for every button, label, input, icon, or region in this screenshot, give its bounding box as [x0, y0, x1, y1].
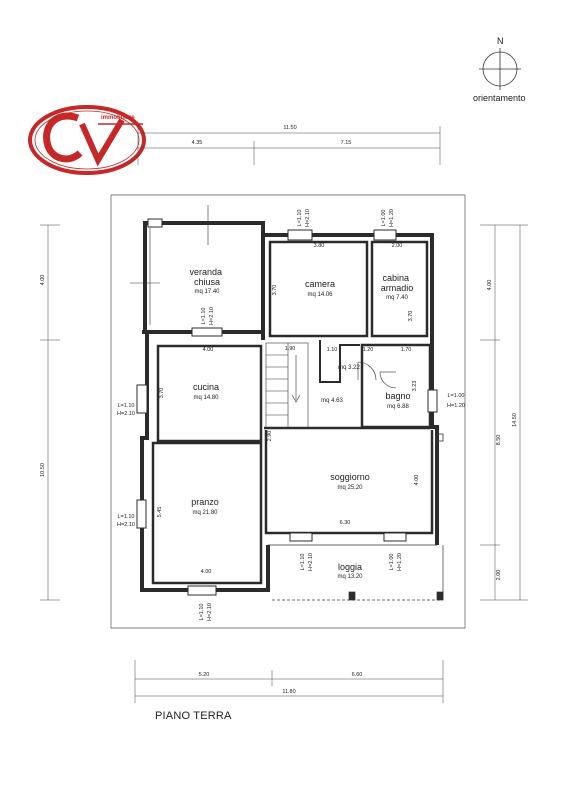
room-name-veranda-line2: chiusa	[194, 277, 220, 287]
opening-label-l: L=1.10	[201, 308, 207, 325]
room-area-cucina: mq 14.80	[193, 395, 219, 401]
opening-label-h: H=2.10	[117, 411, 135, 417]
windows	[136, 218, 438, 596]
dim-hall-w: 1.10	[327, 347, 338, 353]
logo-tagline: immobiliare	[101, 115, 135, 121]
room-name-cucina: cucina	[193, 382, 219, 392]
dim-soggiorno-h: 4.00	[414, 475, 420, 486]
opening-label-l: L=1.00	[389, 554, 395, 571]
opening-label-h: H=2.10	[305, 209, 311, 227]
room-area-disimpegno: mq 3.22	[338, 365, 360, 371]
room-name-cabina-line1: cabina	[382, 273, 409, 283]
dim-bagno-w2: 1.70	[401, 347, 412, 353]
dim-bagno-h: 3.23	[412, 381, 418, 392]
dim-top-right: 7.15	[341, 140, 352, 146]
opening-label-l: L=1.10	[297, 210, 303, 227]
dim-pranzo-w: 4.00	[201, 569, 212, 575]
opening-label-h: H=2.10	[308, 553, 314, 571]
dim-camera-h: 3.70	[272, 285, 278, 296]
room-area-cabina: mq 7.40	[386, 295, 408, 301]
opening-labels: L=1.10 H=2.10 L=1.00 H=1.20 L=1.10 H=2.1…	[117, 209, 465, 621]
room-area-soggiorno: mq 25.20	[337, 485, 363, 491]
top-dimensions	[137, 126, 441, 165]
dim-stair-h: 2.90	[267, 431, 273, 442]
room-name-cabina-line2: armadio	[381, 283, 414, 293]
room-area-loggia: mq 13.20	[337, 574, 363, 580]
opening-label-h: H=1.20	[397, 553, 403, 571]
dim-top-total: 11.50	[283, 125, 296, 131]
room-name-veranda-line1: veranda	[189, 267, 222, 277]
north-label: N	[497, 36, 504, 46]
dim-pranzo-h: 5.45	[157, 507, 163, 518]
compass-icon	[479, 48, 521, 90]
opening-label-h: H=2.10	[117, 522, 135, 528]
room-area-ingresso: mq 4.63	[321, 398, 343, 404]
room-area-pranzo: mq 21.80	[192, 510, 218, 516]
left-dimensions	[40, 224, 60, 601]
dim-cucina-h: 3.70	[159, 388, 165, 399]
logo-icon	[28, 105, 146, 175]
chimney-icon	[435, 433, 444, 442]
lot-outline	[110, 194, 466, 629]
dim-camera-w: 3.80	[314, 243, 325, 249]
opening-label-l: L=1.10	[300, 554, 306, 571]
opening-label-l: L=1.10	[118, 403, 135, 409]
opening-label-h: H=2.10	[209, 307, 215, 325]
dim-bottom-left: 5.20	[199, 672, 210, 678]
dim-right-lower: 2.00	[496, 570, 502, 581]
dim-right-mid: 8.50	[496, 435, 502, 446]
opening-label-h: H=2.10	[207, 603, 213, 621]
room-name-veranda: veranda chiusa	[189, 267, 224, 287]
dim-cucina-w: 4.00	[203, 347, 214, 353]
room-name-loggia: loggia	[338, 562, 362, 572]
dim-soggiorno-w: 6.30	[340, 520, 351, 526]
room-name-pranzo: pranzo	[191, 497, 219, 507]
stairs-icon	[265, 342, 309, 429]
dim-right-total: 14.50	[512, 413, 518, 427]
bottom-dimensions	[134, 660, 444, 703]
room-area-camera: mq 14.06	[307, 292, 333, 298]
opening-label-l: L=1.00	[381, 210, 387, 227]
room-area-veranda: mq 17.40	[194, 289, 220, 295]
opening-label-h: H=1.20	[389, 209, 395, 227]
opening-label-l: L=1.00	[448, 393, 465, 399]
door-swings	[357, 361, 397, 389]
dim-left-total: 10.50	[40, 463, 46, 477]
loggia-outline	[268, 544, 444, 601]
right-dimensions	[480, 224, 528, 601]
opening-label-l: L=1.10	[118, 514, 135, 520]
dim-stair-w: 1.90	[285, 346, 296, 352]
opening-label-h: H=1.20	[447, 403, 465, 409]
room-name-cabina: cabina armadio	[381, 273, 414, 293]
room-name-soggiorno: soggiorno	[330, 472, 370, 482]
dim-bottom-right: 6.60	[352, 672, 363, 678]
dim-left-upper: 4.00	[40, 275, 46, 286]
orientation-label: orientamento	[473, 93, 526, 103]
room-area-bagno: mq 6.88	[387, 404, 409, 410]
opening-label-l: L=1.10	[199, 604, 205, 621]
dim-bottom-total: 11.80	[282, 689, 295, 695]
veranda-lines	[130, 205, 209, 325]
dim-right-upper: 4.00	[487, 280, 493, 291]
dim-top-left: 4.35	[192, 140, 203, 146]
dim-cabina-w: 2.00	[392, 243, 403, 249]
plan-title: PIANO TERRA	[155, 710, 232, 722]
dim-bagno-w1: 1.20	[363, 347, 374, 353]
room-name-bagno: bagno	[385, 391, 410, 401]
dim-cabina-h: 3.70	[408, 311, 414, 322]
room-name-camera: camera	[305, 279, 335, 289]
